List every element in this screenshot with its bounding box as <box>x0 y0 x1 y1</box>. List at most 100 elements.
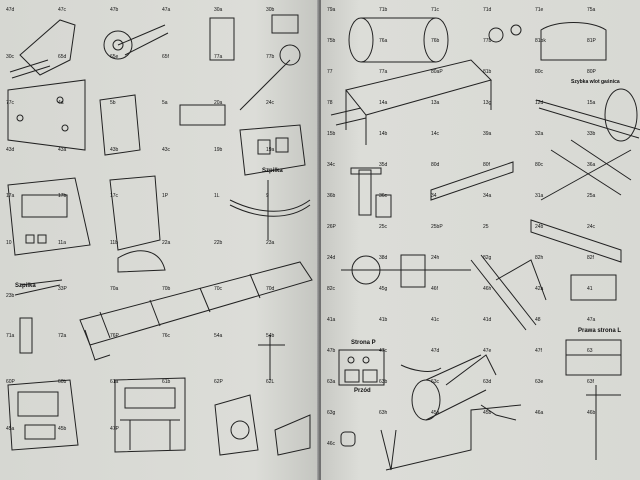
part-label: 63e <box>535 379 544 385</box>
part-label: 76a <box>379 38 388 44</box>
right-page: Szybka wlot gaśnica Strona P Przód Prawa… <box>321 0 640 480</box>
part-label: 35d <box>379 162 388 168</box>
part-label: 25bP <box>431 224 443 230</box>
part-label: 34 <box>431 193 437 199</box>
part-label: 24b <box>535 224 544 230</box>
part-label: 54b <box>266 332 275 339</box>
part-label: 45g <box>379 286 388 292</box>
part-label: 61a <box>110 379 119 385</box>
caption: Przód <box>354 388 371 394</box>
part-label: 77a <box>214 53 223 60</box>
part-label: 34c <box>327 162 336 168</box>
part-label: 5a <box>162 100 168 106</box>
left-page-diagrams <box>7 14 313 456</box>
caption: Szpilka <box>15 283 36 289</box>
part-label: 65d <box>58 53 67 60</box>
part-label: 62L <box>266 379 275 385</box>
part-label: 36a <box>587 162 596 168</box>
part-label: 33b <box>587 131 596 137</box>
part-label: 30b <box>266 7 275 13</box>
part-label: 46f <box>431 286 438 292</box>
part-label: 14b <box>379 131 388 137</box>
part-label: 14a <box>379 100 388 106</box>
part-label: 4a <box>58 100 64 106</box>
part-label: 1P <box>162 193 169 199</box>
part-label: 47a <box>587 317 596 323</box>
part-label: 26P <box>327 224 336 230</box>
part-label: 80P <box>587 69 596 75</box>
part-label: 43b <box>110 146 119 153</box>
part-label: 70b <box>162 286 171 292</box>
part-label: 41c <box>431 317 440 323</box>
part-label: 47d <box>6 7 15 13</box>
part-label: 46c <box>327 441 336 447</box>
part-label: 22b <box>214 239 223 246</box>
part-label: 63f <box>587 379 594 385</box>
part-label: 11a <box>58 239 66 246</box>
part-label: 41b <box>379 317 388 323</box>
part-label: 63a <box>327 379 336 385</box>
part-label: 43a <box>58 146 67 153</box>
part-label: 14c <box>431 131 440 137</box>
caption: Szybka wlot gaśnica <box>571 79 620 85</box>
part-label: 47b <box>110 7 119 13</box>
part-label: 63 <box>587 348 593 354</box>
part-label: 81P <box>587 38 596 44</box>
part-label: 10 <box>6 239 12 246</box>
part-label: 54a <box>214 332 223 339</box>
part-label: 47f <box>535 348 542 354</box>
part-label: 12d <box>535 100 544 106</box>
part-label: 47c <box>379 348 388 354</box>
part-label: 70d <box>266 286 275 292</box>
part-label: 65f <box>162 53 169 60</box>
part-label: 31a <box>535 193 544 199</box>
part-label: 82c <box>327 286 336 292</box>
part-label: 63b <box>379 379 388 385</box>
caption: Szpilka <box>262 168 283 174</box>
right-page-diagrams <box>330 17 640 471</box>
part-label: 62P <box>214 379 223 385</box>
part-label: 77c <box>6 100 15 106</box>
part-label: 24c <box>587 224 596 230</box>
part-label: 76c <box>162 332 171 339</box>
part-label: 45b <box>58 425 67 432</box>
part-label: 70a <box>110 286 119 292</box>
part-label: 70c <box>214 286 223 292</box>
part-label: 45b <box>483 410 492 416</box>
part-label: 38d <box>379 255 388 261</box>
part-label: 60b <box>58 379 67 385</box>
part-label: 71c <box>431 7 440 13</box>
part-label: 80c <box>535 162 544 168</box>
part-label: 48 <box>535 317 541 323</box>
part-label: 82g <box>483 255 492 261</box>
part-label: 63h <box>379 410 388 416</box>
part-label: 77 <box>327 69 333 75</box>
part-label: 19b <box>214 146 223 153</box>
part-label: 30c <box>6 53 15 60</box>
part-label: 20a <box>214 100 223 106</box>
part-label: 75b <box>327 38 336 44</box>
part-label: 76P <box>110 332 119 339</box>
part-label: 81bk <box>535 38 546 44</box>
part-label: 9 <box>266 193 269 199</box>
part-label: 77a <box>379 69 388 75</box>
part-label: 24h <box>431 255 440 261</box>
part-label: 80d <box>431 162 440 168</box>
part-label: 13a <box>431 100 440 106</box>
part-label: 24d <box>327 255 336 261</box>
part-label: 33P <box>58 286 67 292</box>
part-label: 63g <box>327 410 336 416</box>
part-label: 23b <box>6 293 15 299</box>
part-label: 75a <box>587 7 596 13</box>
part-label: 15a <box>587 100 596 106</box>
part-label: 78 <box>327 100 333 106</box>
book-spine <box>317 0 323 480</box>
part-label: 47c <box>58 7 67 13</box>
part-label: 76b <box>431 38 440 44</box>
part-label: 23a <box>266 239 275 246</box>
part-label: 34a <box>483 193 492 199</box>
part-label: 47b <box>327 348 336 354</box>
part-label: 42a <box>535 286 544 292</box>
part-label: 71e <box>535 7 544 13</box>
